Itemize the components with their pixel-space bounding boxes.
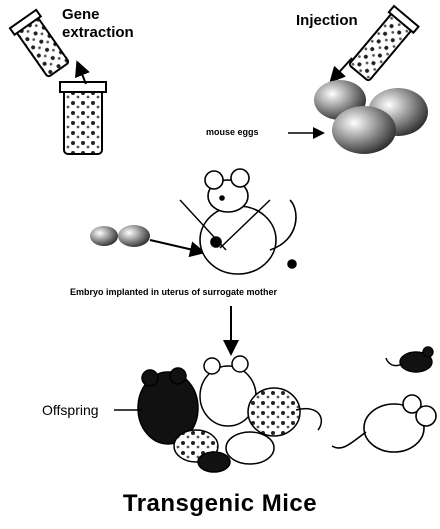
mouse-eggs-icon [314,80,428,154]
small-black-mouse-icon [386,347,433,372]
diagram-title: Transgenic Mice [0,490,440,518]
mouse-eggs-label: mouse eggs [206,127,259,137]
gene-tube-icon [60,82,106,154]
embryo-step-label: Embryo implanted in uterus of surrogate … [70,287,277,297]
injection-arrow [332,58,352,80]
implant-arrow [150,240,202,252]
offspring-mice-icon [138,356,321,472]
offspring-label: Offspring [42,402,99,418]
surrogate-mouse-icon [180,169,296,274]
gene-extraction-line2: extraction [62,24,134,42]
gene-extraction-line1: Gene [62,6,134,24]
injection-label: Injection [296,12,358,29]
white-mouse-icon [332,395,436,452]
gene-extraction-label: Gene extraction [62,6,134,42]
embryos-icon [90,225,150,247]
